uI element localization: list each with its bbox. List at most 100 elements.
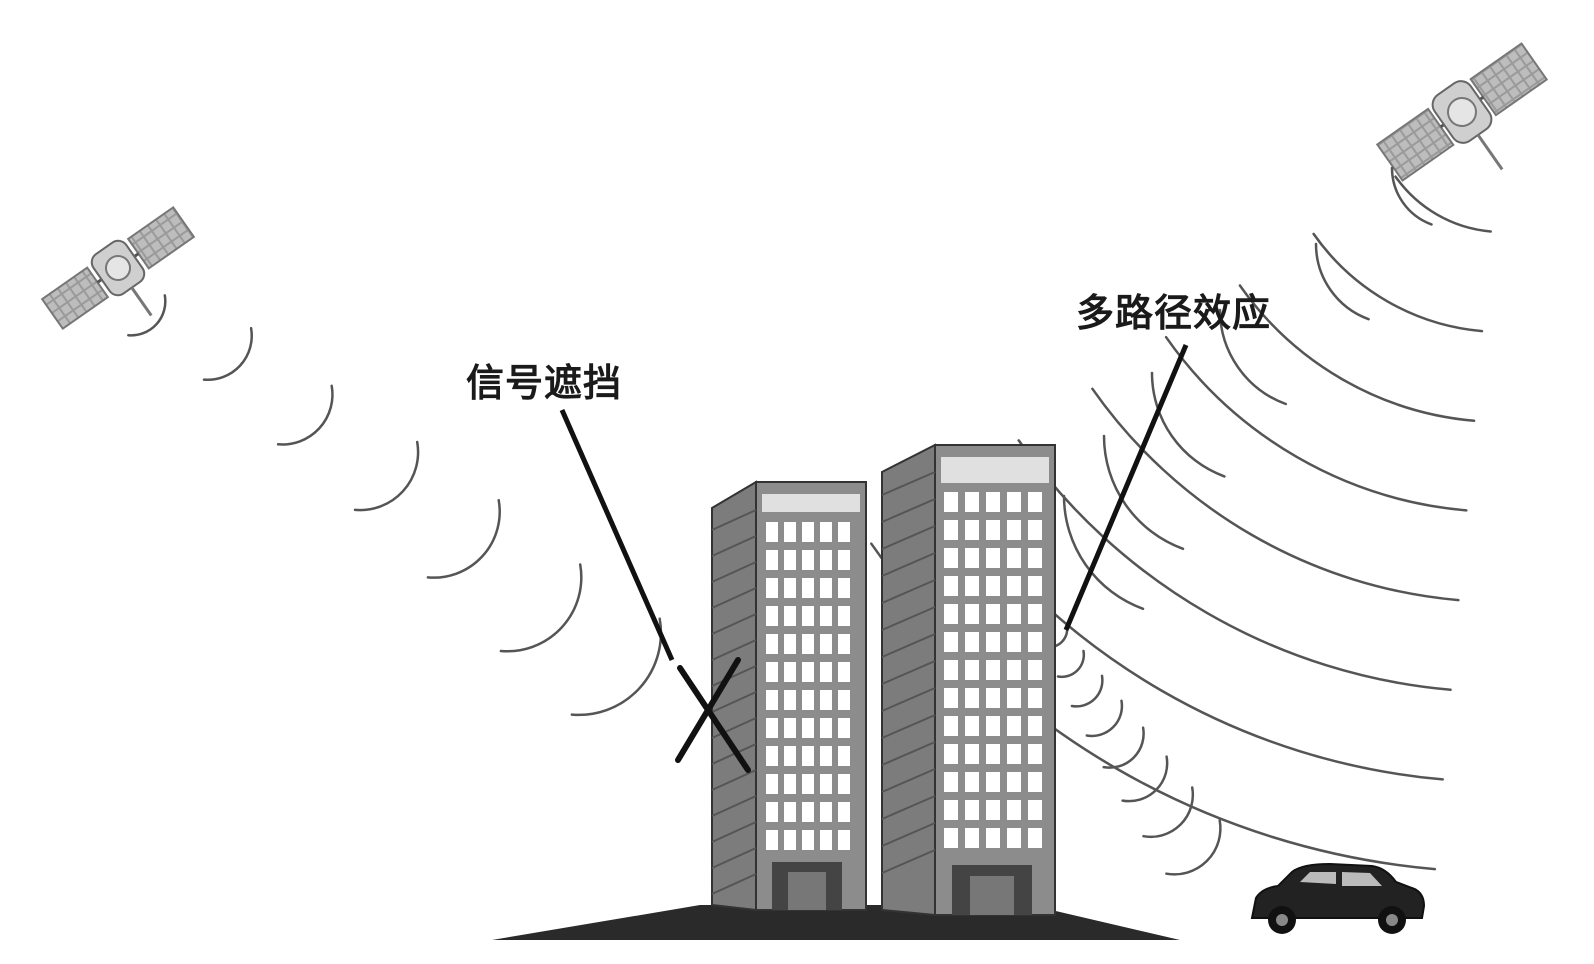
window — [965, 772, 979, 792]
window — [766, 578, 778, 598]
window — [1028, 660, 1042, 680]
window — [1028, 492, 1042, 512]
building-icon-right — [881, 443, 1056, 917]
window — [802, 718, 814, 738]
wave-arc — [1314, 242, 1370, 321]
satellite-icon-right — [1375, 42, 1549, 182]
window — [802, 522, 814, 542]
window — [784, 690, 796, 710]
window — [986, 492, 1000, 512]
window — [965, 604, 979, 624]
window — [766, 522, 778, 542]
window — [965, 744, 979, 764]
window — [802, 662, 814, 682]
window — [944, 660, 958, 680]
window — [986, 548, 1000, 568]
leader-line-multipath — [1063, 344, 1189, 631]
floor-line — [881, 579, 936, 604]
window — [944, 772, 958, 792]
window — [944, 716, 958, 736]
window — [1007, 632, 1021, 652]
wave-arc — [1218, 308, 1288, 406]
window — [766, 802, 778, 822]
floor-line — [881, 714, 936, 739]
floor-line — [881, 768, 936, 793]
floor-line — [711, 665, 757, 687]
floor-line — [881, 552, 936, 577]
window — [820, 746, 832, 766]
window — [784, 634, 796, 654]
window — [965, 548, 979, 568]
floor-line — [711, 795, 757, 817]
window — [1028, 576, 1042, 596]
wave-arc — [1238, 284, 1476, 423]
wave-arc — [127, 294, 167, 337]
leader-line-blockage — [559, 408, 675, 662]
window — [820, 634, 832, 654]
window — [944, 576, 958, 596]
window — [802, 830, 814, 850]
window — [784, 802, 796, 822]
floor-line — [711, 821, 757, 843]
window — [1007, 660, 1021, 680]
window — [944, 800, 958, 820]
window — [1007, 604, 1021, 624]
window — [1007, 688, 1021, 708]
wave-arc — [570, 617, 663, 717]
window — [838, 634, 850, 654]
window — [784, 522, 796, 542]
window — [820, 774, 832, 794]
window — [944, 828, 958, 848]
wave-arc — [1085, 699, 1124, 738]
window — [944, 744, 958, 764]
window — [784, 774, 796, 794]
window — [1028, 716, 1042, 736]
floor-line — [881, 525, 936, 550]
wave-arc — [1121, 755, 1169, 803]
floor-line — [881, 822, 936, 847]
window — [802, 578, 814, 598]
wave-arc — [1056, 649, 1086, 679]
floor-line — [881, 741, 936, 766]
wave-arc — [1165, 819, 1222, 876]
window — [802, 746, 814, 766]
window — [944, 492, 958, 512]
window — [986, 576, 1000, 596]
window — [965, 576, 979, 596]
window — [1007, 744, 1021, 764]
window — [784, 662, 796, 682]
floor-line — [711, 769, 757, 791]
window — [838, 690, 850, 710]
window — [766, 746, 778, 766]
window — [784, 830, 796, 850]
wave-arc — [1390, 166, 1433, 226]
window — [802, 634, 814, 654]
window — [784, 550, 796, 570]
building-floor-lines — [711, 471, 936, 895]
window — [820, 522, 832, 542]
window — [802, 690, 814, 710]
floor-line — [711, 587, 757, 609]
window — [838, 774, 850, 794]
floor-line — [881, 471, 936, 496]
wave-arc — [1312, 232, 1484, 333]
window — [986, 632, 1000, 652]
window — [1007, 800, 1021, 820]
window — [820, 802, 832, 822]
window — [1028, 604, 1042, 624]
window — [986, 520, 1000, 540]
window — [1028, 828, 1042, 848]
window — [820, 718, 832, 738]
window — [838, 802, 850, 822]
window — [838, 830, 850, 850]
window — [820, 578, 832, 598]
floor-line — [881, 795, 936, 820]
wave-arc — [202, 326, 253, 381]
floor-line — [711, 613, 757, 635]
wave-arc — [1102, 434, 1185, 551]
window — [820, 662, 832, 682]
wave-arc — [276, 384, 334, 446]
floor-line — [711, 509, 757, 531]
wave-arc — [353, 440, 420, 512]
floor-line — [881, 660, 936, 685]
